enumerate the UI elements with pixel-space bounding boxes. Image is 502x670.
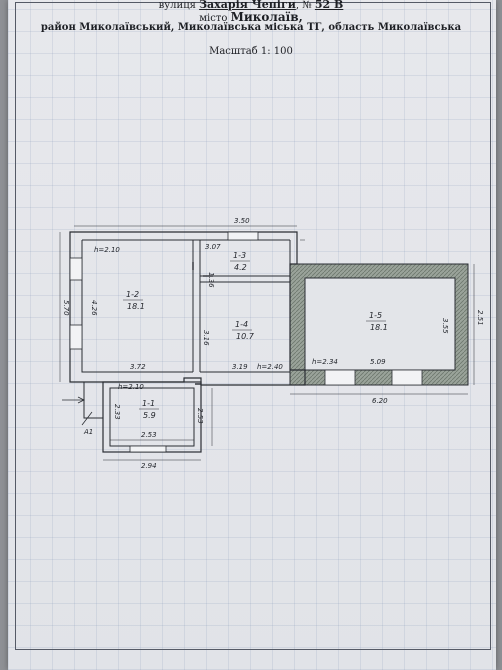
svg-text:18.1: 18.1	[370, 323, 388, 332]
windows	[69, 231, 423, 453]
dim-r12-height-inner: 4.26	[90, 300, 98, 316]
dim-r14-width: 3.19	[232, 363, 248, 371]
svg-text:5.9: 5.9	[143, 411, 156, 420]
dim-r12-height-outer: 5.70	[62, 300, 70, 316]
dim-r15-height-inner: 3.55	[441, 318, 449, 334]
dim-h-left: h=2.10	[94, 246, 120, 254]
svg-text:4.2: 4.2	[234, 263, 247, 272]
extension-walls	[289, 263, 469, 386]
address-street-line: вулиця Захарія Чепіги, № 52 В	[158, 0, 344, 11]
window-top	[227, 231, 259, 241]
dimension-labels: 3.50 h=2.10 3.07 1.36 5.70 4.26 3.16 3.7…	[62, 217, 484, 470]
room-1-2: 1-2 18.1	[123, 290, 145, 311]
dim-r11-width-inner: 2.53	[141, 431, 157, 439]
doors	[192, 262, 213, 385]
dim-r11-right: 2.53	[196, 408, 204, 424]
svg-text:1-2: 1-2	[126, 290, 139, 299]
dim-r14-height: 3.16	[202, 330, 210, 346]
room-1-5: 1-5 18.1	[366, 311, 388, 332]
window-left-2	[69, 324, 83, 350]
dim-h-right: h=2.34	[312, 358, 338, 366]
dim-r13-width: 3.07	[205, 243, 221, 251]
dim-h-mid: h=2.40	[257, 363, 283, 371]
window-porch	[129, 445, 167, 453]
address-city-line: місто Миколаїв,	[199, 10, 303, 24]
svg-text:10.7: 10.7	[236, 332, 255, 341]
dim-top-total: 3.50	[234, 217, 250, 225]
dim-r15-width-outer: 6.20	[372, 397, 388, 405]
dim-r15-height-outer: 2.51	[476, 310, 484, 326]
dim-r11-width-outer: 2.94	[141, 462, 157, 470]
svg-text:1-1: 1-1	[142, 399, 155, 408]
svg-text:18.1: 18.1	[127, 302, 145, 311]
room-1-4: 1-4 10.7	[232, 320, 255, 341]
svg-text:1-5: 1-5	[369, 311, 382, 320]
street-name: Захарія Чепіги	[199, 0, 296, 11]
room-labels: 1-2 18.1 1-3 4.2 1-4 10.7 1-5 18.1 1-1 5…	[123, 251, 388, 420]
dim-r11-left: 2.33	[113, 404, 121, 420]
address-region-line: район Миколаївський, Миколаївська міська…	[40, 22, 462, 33]
room-1-3: 1-3 4.2	[230, 251, 250, 272]
sheet-frame	[15, 2, 491, 650]
entrance-arrow-icon	[62, 396, 93, 426]
dim-r15-width: 5.09	[370, 358, 386, 366]
dimension-lines	[59, 225, 475, 461]
house-number: 52 В	[314, 0, 344, 11]
scale-label: Масштаб 1: 100	[209, 46, 293, 57]
window-bottom-1	[324, 369, 356, 386]
dim-r12-width: 3.72	[130, 363, 146, 371]
dim-h-porch: h=2.10	[118, 383, 144, 391]
entrance-mark: А1	[83, 428, 93, 436]
window-bottom-2	[391, 369, 423, 386]
svg-text:1-3: 1-3	[233, 251, 246, 260]
svg-text:1-4: 1-4	[235, 320, 248, 329]
window-left-1	[69, 257, 83, 281]
room-1-1: 1-1 5.9	[139, 399, 159, 420]
dim-r13-height: 1.36	[207, 272, 215, 288]
city-name: Миколаїв,	[230, 10, 303, 24]
